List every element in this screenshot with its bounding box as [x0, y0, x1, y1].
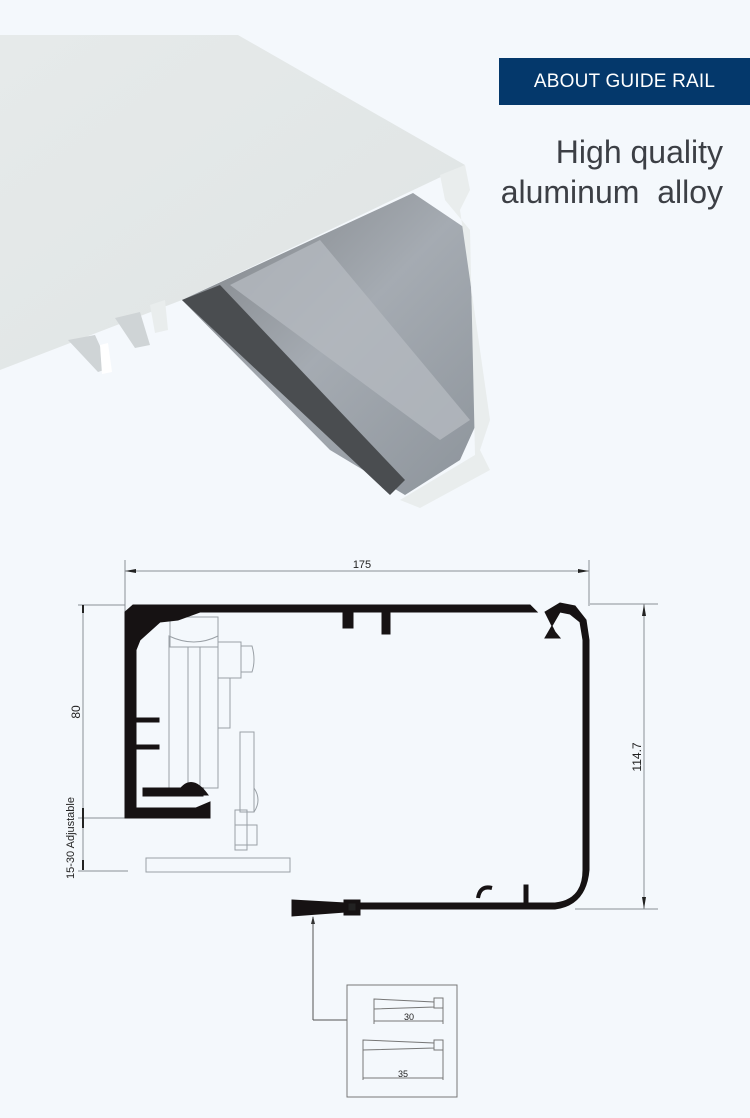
cross-section-drawing: 175 80 15-30 Adjustable 114.7	[65, 559, 658, 1098]
guide-rail-photo	[0, 35, 490, 508]
dimension-width	[124, 560, 590, 612]
headline: High quality aluminum alloy	[501, 132, 723, 212]
brush-seal-inset: 30 35	[346, 984, 458, 1098]
dimension-height-right-label: 114.7	[630, 742, 644, 771]
dimension-height-left-label: 80	[69, 705, 83, 719]
brush-short-label: 30	[404, 1012, 414, 1022]
brush-long-label: 35	[398, 1069, 408, 1079]
dimension-adjustable-label: 15-30 Adjustable	[65, 797, 77, 879]
headline-line-2: aluminum alloy	[500, 174, 723, 210]
rail-profile	[124, 602, 590, 917]
about-guide-rail-badge: ABOUT GUIDE RAIL	[499, 58, 750, 105]
headline-line-1: High quality	[555, 134, 723, 170]
trolley-carriage	[145, 616, 291, 873]
dimension-width-label: 175	[353, 559, 371, 571]
